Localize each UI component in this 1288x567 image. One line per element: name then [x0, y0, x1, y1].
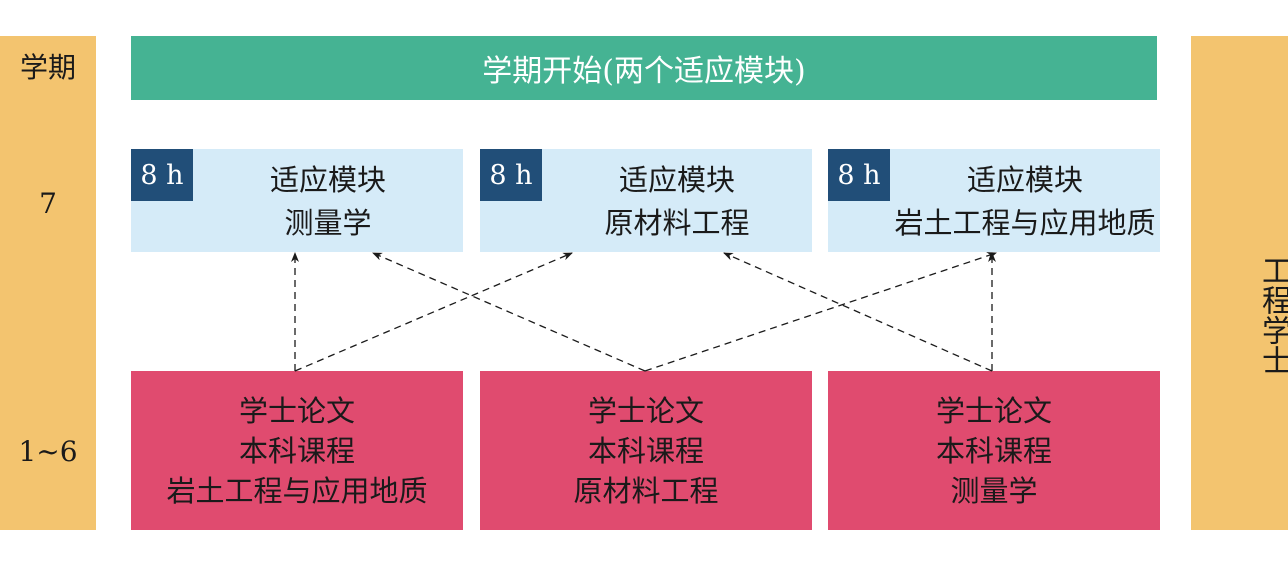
module-subject-label: 测量学 — [284, 206, 372, 240]
course-label: 本科课程 — [587, 434, 704, 468]
thesis-label: 学士论文 — [238, 394, 355, 428]
module-subject-label: 岩土工程与应用地质 — [894, 206, 1156, 240]
hours-badge: 8 h — [828, 149, 890, 201]
thesis-label: 学士论文 — [587, 394, 704, 428]
semester-7-label: 7 — [39, 187, 57, 220]
program-subject-label: 岩土工程与应用地质 — [166, 474, 428, 508]
program-text: 学士论文 本科课程 岩土工程与应用地质 — [131, 391, 463, 511]
program-subject-label: 测量学 — [950, 474, 1038, 508]
module-type-label: 适应模块 — [618, 163, 735, 197]
module-text: 适应模块 岩土工程与应用地质 — [890, 159, 1160, 245]
arrow-surv-to-raw-materials — [723, 252, 993, 372]
semester-column — [0, 36, 96, 530]
hours-badge: 8 h — [480, 149, 542, 201]
adaptation-module-geotechnics: 8 h 适应模块 岩土工程与应用地质 — [828, 149, 1160, 252]
degree-column — [1191, 36, 1288, 530]
module-type-label: 适应模块 — [269, 163, 386, 197]
program-raw-materials: 学士论文 本科课程 原材料工程 — [480, 371, 812, 530]
program-text: 学士论文 本科课程 原材料工程 — [480, 391, 812, 511]
program-geotechnics: 学士论文 本科课程 岩土工程与应用地质 — [131, 371, 463, 530]
semester-title: 学期 — [19, 51, 76, 84]
program-surveying: 学士论文 本科课程 测量学 — [828, 371, 1160, 530]
adaptation-module-raw-materials: 8 h 适应模块 原材料工程 — [480, 149, 812, 252]
module-subject-label: 原材料工程 — [604, 206, 750, 240]
hours-badge: 8 h — [131, 149, 193, 201]
semester-start-banner: 学期开始(两个适应模块) — [131, 36, 1157, 100]
arrow-raw-to-geotechnics — [644, 252, 997, 372]
module-text: 适应模块 测量学 — [193, 159, 463, 245]
course-label: 本科课程 — [935, 434, 1052, 468]
thesis-label: 学士论文 — [935, 394, 1052, 428]
course-label: 本科课程 — [238, 434, 355, 468]
arrow-raw-to-surveying — [372, 252, 646, 372]
program-subject-label: 原材料工程 — [573, 474, 719, 508]
semester-1-6-label: 1~6 — [18, 435, 78, 468]
module-type-label: 适应模块 — [966, 163, 1083, 197]
arrow-geo-to-raw-materials — [294, 252, 573, 372]
adaptation-module-surveying: 8 h 适应模块 测量学 — [131, 149, 463, 252]
module-text: 适应模块 原材料工程 — [542, 159, 812, 245]
degree-label: 工程学士 — [1256, 255, 1288, 375]
program-text: 学士论文 本科课程 测量学 — [828, 391, 1160, 511]
